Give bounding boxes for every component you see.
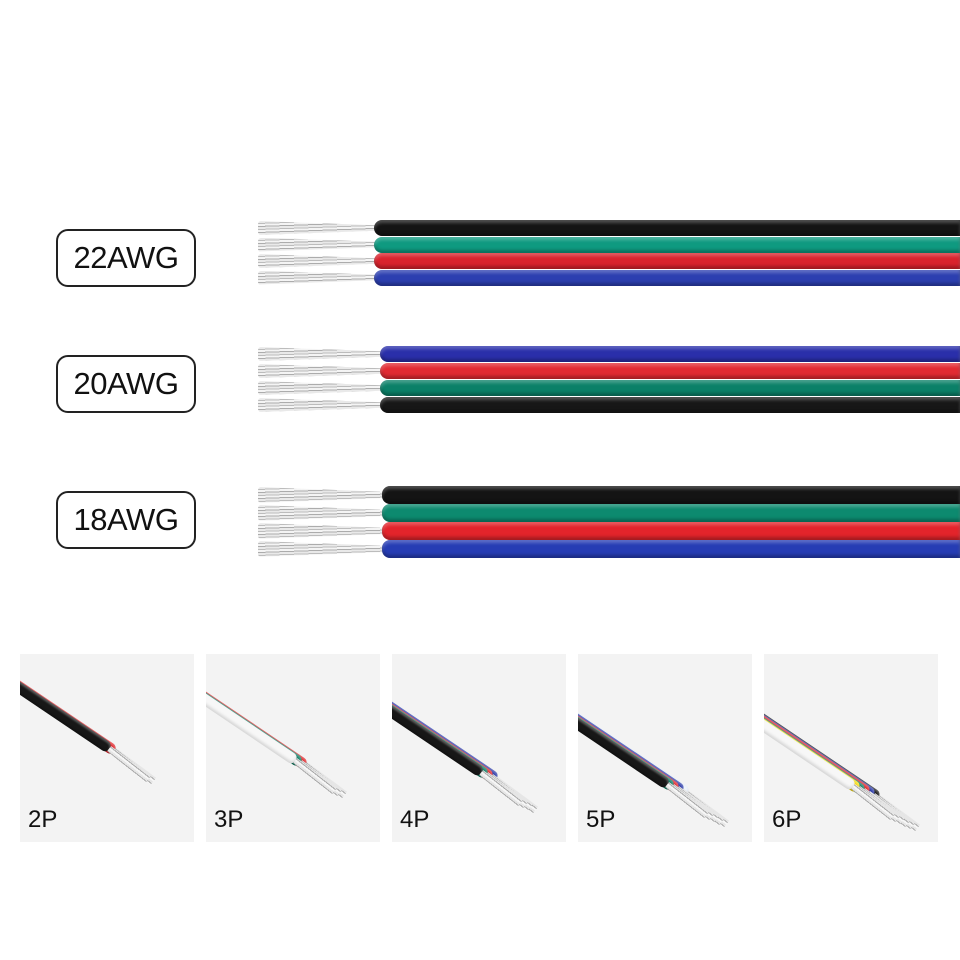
stripped-strand [258,541,384,557]
panel-strand [479,769,524,807]
cable-18awg [258,478,960,568]
stripped-strand [258,270,376,285]
panel-5p: 5P [578,654,752,842]
panel-strand [107,745,152,783]
insulated-wire [374,236,960,253]
insulated-wire [374,269,960,286]
panel-4p: 4P [392,654,566,842]
panel-strand [293,757,338,795]
awg-label-22: 22AWG [56,229,196,287]
awg-label-20: 20AWG [56,355,196,413]
insulated-wire [380,380,960,396]
stripped-strand [258,381,382,395]
cable-22awg [258,210,960,290]
insulated-wire [380,363,960,379]
panel-label: 4P [400,806,430,833]
insulated-wire [382,504,960,522]
panel-label: 3P [214,806,244,833]
stripped-strand [258,364,382,378]
stripped-strand [258,505,384,521]
insulated-wire [380,346,960,362]
cable-20awg [258,340,960,420]
panel-wire [20,676,113,754]
panel-label: 2P [28,806,58,833]
insulated-wire [382,486,960,504]
insulated-wire [374,253,960,269]
panel-2p: 2P [20,654,194,842]
stripped-strand [258,347,382,361]
panel-label: 6P [772,806,802,833]
panel-6p: 6P [764,654,938,842]
insulated-wire [382,540,960,558]
panel-label: 5P [586,806,616,833]
panel-3p: 3P [206,654,380,842]
stripped-strand [258,221,376,235]
stripped-strand [258,254,376,268]
insulated-wire [382,522,960,540]
awg-label-18: 18AWG [56,491,196,549]
stripped-strand [258,398,382,412]
insulated-wire [380,397,960,413]
stripped-strand [258,523,384,539]
stripped-strand [258,487,384,503]
stripped-strand [258,237,376,252]
insulated-wire [374,220,960,236]
